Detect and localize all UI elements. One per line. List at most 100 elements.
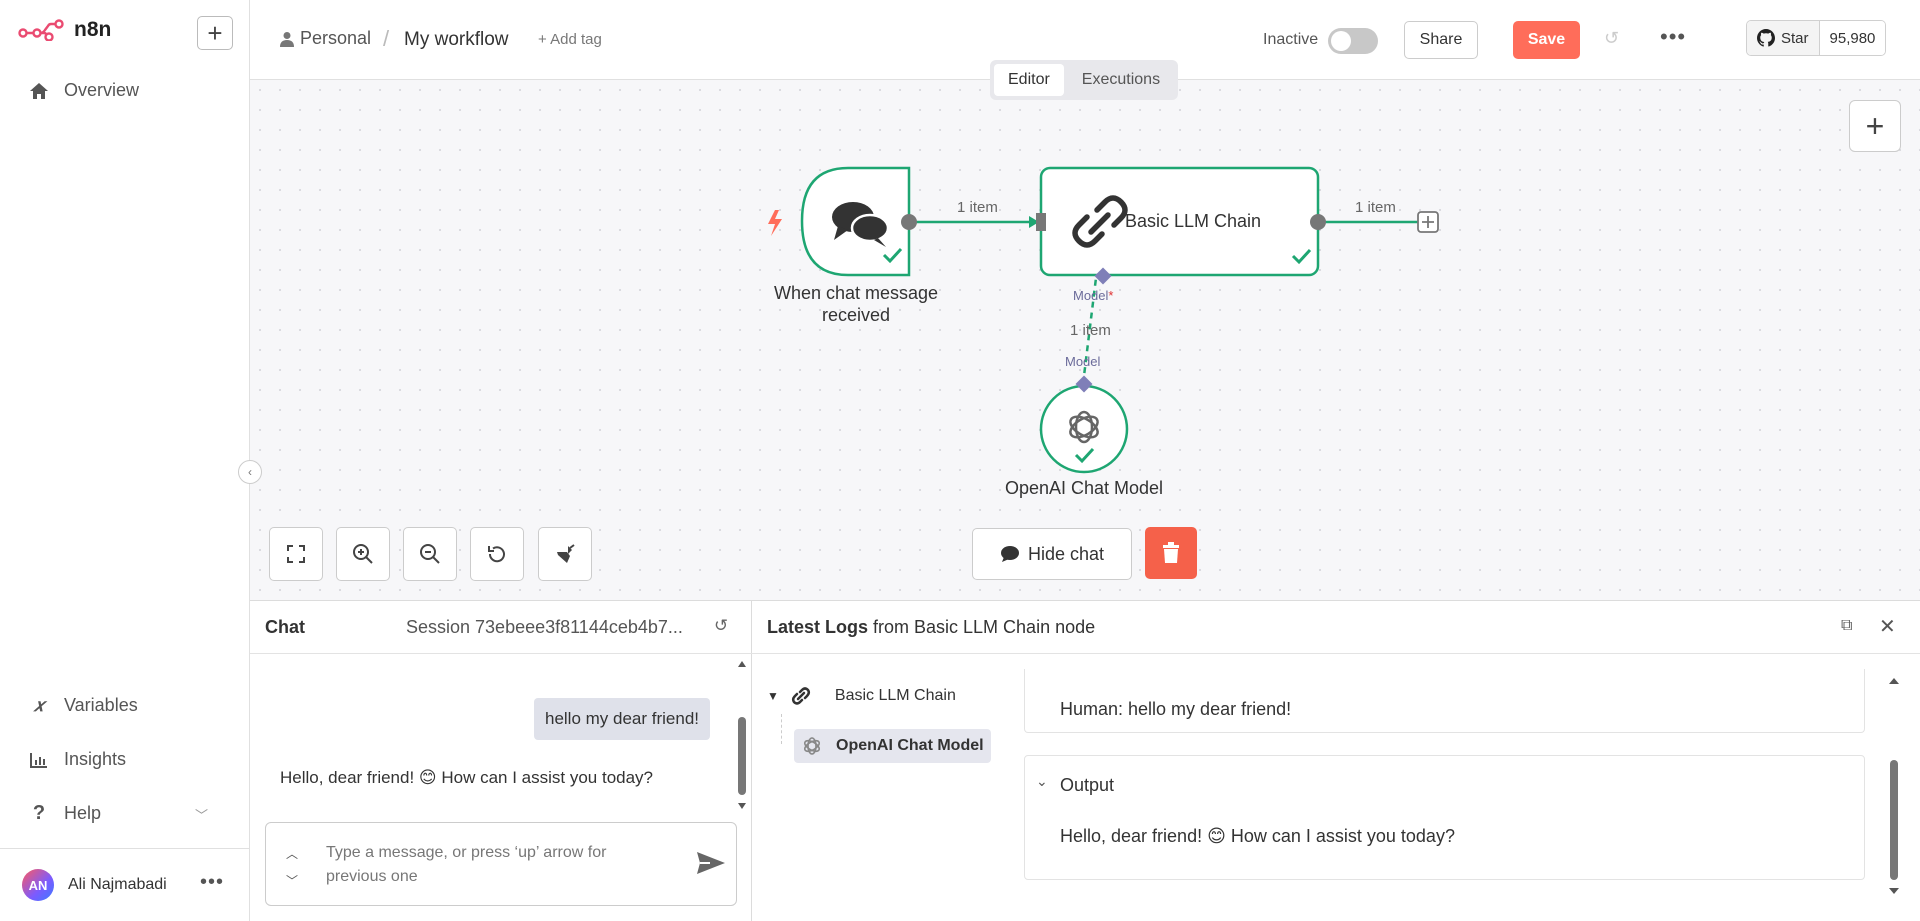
reset-zoom-button[interactable] — [470, 527, 524, 581]
save-button[interactable]: Save — [1513, 21, 1580, 59]
chat-scrollbar[interactable] — [737, 660, 747, 810]
trash-icon — [1163, 542, 1179, 563]
github-star-label: Star — [1781, 29, 1809, 47]
success-check-icon — [1074, 447, 1095, 464]
history-icon[interactable]: ↺ — [1604, 28, 1620, 48]
app-logo[interactable]: n8n — [18, 18, 111, 42]
input-port[interactable] — [1036, 213, 1046, 231]
hide-chat-label: Hide chat — [1027, 543, 1105, 564]
output-message: Hello, dear friend! 😊 How can I assist y… — [1060, 826, 1455, 846]
human-message: Human: hello my dear friend! — [1060, 699, 1292, 719]
zoom-out-icon — [420, 544, 440, 564]
history-arrows[interactable]: ︿ ﹀ — [286, 845, 298, 889]
fit-view-button[interactable] — [269, 527, 323, 581]
chevron-up-icon[interactable]: ︿ — [286, 847, 299, 861]
model-connection-line[interactable] — [1081, 277, 1098, 385]
sidebar-item-insights[interactable]: Insights — [28, 749, 126, 770]
tree-item-basic-llm-chain[interactable]: ▼ Basic LLM Chain — [767, 686, 956, 706]
tree-item-openai-chat-model[interactable]: OpenAI Chat Model — [794, 729, 991, 763]
toggle-knob — [1331, 31, 1351, 51]
sidebar: n8n + Overview 𝑥 Variables Insights ? He… — [0, 0, 250, 921]
hide-chat-button[interactable]: Hide chat — [972, 528, 1132, 580]
close-icon[interactable]: ✕ — [1879, 616, 1896, 638]
sidebar-item-label: Overview — [64, 80, 140, 100]
sidebar-item-help[interactable]: ? Help — [28, 802, 101, 825]
delete-execution-button[interactable] — [1145, 527, 1197, 579]
github-star-count: 95,980 — [1819, 21, 1886, 55]
logs-header: Latest Logs from Basic LLM Chain node ⧉ … — [752, 600, 1920, 654]
active-toggle[interactable] — [1328, 28, 1378, 54]
tab-executions[interactable]: Executions — [1081, 71, 1161, 88]
node-chat-trigger[interactable] — [800, 166, 911, 277]
chevron-down-icon[interactable]: ▼ — [767, 689, 779, 703]
output-port[interactable] — [1310, 214, 1326, 230]
node-label-model: OpenAI Chat Model — [1004, 478, 1164, 498]
zoom-out-button[interactable] — [403, 527, 457, 581]
openai-icon — [1069, 410, 1099, 444]
share-button[interactable]: Share — [1404, 21, 1478, 59]
tab-editor[interactable]: Editor — [994, 64, 1064, 96]
input-message-box — [1024, 669, 1865, 733]
workflow-canvas[interactable] — [250, 80, 1920, 600]
node-openai-chat-model[interactable] — [1039, 384, 1129, 474]
connection-item-count: 1 item — [957, 199, 998, 216]
chevron-down-icon[interactable]: ﹀ — [195, 808, 209, 823]
chevron-down-icon[interactable]: ﹀ — [286, 874, 299, 888]
user-area: AN Ali Najmabadi ••• — [0, 848, 250, 921]
view-tabs: Editor Executions — [990, 60, 1179, 100]
create-button[interactable]: + — [197, 16, 233, 50]
tree-connector — [781, 714, 782, 744]
zoom-in-icon — [353, 544, 373, 564]
workflow-name[interactable]: My workflow — [404, 29, 509, 50]
github-star-button[interactable]: Star — [1747, 21, 1820, 55]
user-icon — [280, 31, 294, 47]
logs-tree: ▼ Basic LLM Chain OpenAI Chat Model — [752, 654, 1022, 921]
connection-item-count: 1 item — [1070, 322, 1111, 339]
more-options-icon[interactable]: ••• — [1660, 24, 1687, 49]
chat-title: Chat — [265, 617, 305, 637]
node-basic-llm-chain[interactable] — [1039, 166, 1320, 277]
port-label-model: Model* — [1073, 288, 1114, 303]
session-id: Session 73ebeee3f81144ceb4b7... — [406, 617, 683, 637]
logs-title: Latest Logs from Basic LLM Chain node — [767, 617, 1096, 637]
chevron-down-icon[interactable]: ⌄ — [1036, 773, 1048, 789]
sidebar-item-variables[interactable]: 𝑥 Variables — [28, 695, 138, 716]
logs-scrollbar[interactable] — [1888, 676, 1900, 896]
breadcrumb-project[interactable]: Personal — [280, 28, 371, 49]
github-star-widget[interactable]: Star 95,980 — [1746, 20, 1887, 56]
insights-icon — [28, 752, 50, 768]
add-tag-button[interactable]: + Add tag — [538, 31, 602, 48]
output-label[interactable]: Output — [1060, 775, 1115, 795]
sidebar-item-overview[interactable]: Overview — [28, 80, 139, 101]
output-port[interactable] — [901, 214, 917, 230]
tree-item-label: Basic LLM Chain — [834, 687, 956, 704]
home-icon — [28, 82, 50, 100]
add-node-button[interactable]: + — [1849, 100, 1901, 152]
open-in-new-icon[interactable]: ⧉ — [1841, 617, 1853, 634]
sidebar-item-label: Help — [64, 803, 102, 823]
chat-message-input[interactable] — [326, 841, 656, 893]
node-label-chain: Basic LLM Chain — [1125, 211, 1262, 231]
app-name: n8n — [74, 18, 112, 41]
collapse-sidebar-icon[interactable]: ‹ — [238, 460, 262, 484]
chat-input-box: ︿ ﹀ — [265, 822, 737, 906]
help-icon: ? — [32, 802, 46, 824]
success-check-icon — [882, 247, 903, 264]
chat-icon — [1000, 546, 1019, 562]
logs-content: Human: hello my dear friend! ⌄ Output He… — [1024, 655, 1868, 921]
undo-icon — [488, 546, 505, 563]
status-label: Inactive — [1263, 31, 1319, 48]
node-label-trigger: When chat message received — [773, 283, 939, 325]
zoom-in-button[interactable] — [336, 527, 390, 581]
user-name: Ali Najmabadi — [68, 876, 167, 893]
chain-link-icon — [791, 687, 810, 705]
sidebar-item-label: Variables — [64, 695, 138, 715]
trigger-bolt-icon — [768, 210, 782, 236]
avatar[interactable]: AN — [22, 869, 54, 901]
tidy-up-button[interactable] — [538, 527, 592, 581]
reset-session-icon[interactable]: ↺ — [714, 616, 729, 635]
send-icon[interactable] — [696, 851, 726, 875]
more-options-icon[interactable]: ••• — [200, 871, 225, 893]
broom-icon — [557, 544, 575, 563]
chat-bubbles-icon — [832, 202, 890, 247]
